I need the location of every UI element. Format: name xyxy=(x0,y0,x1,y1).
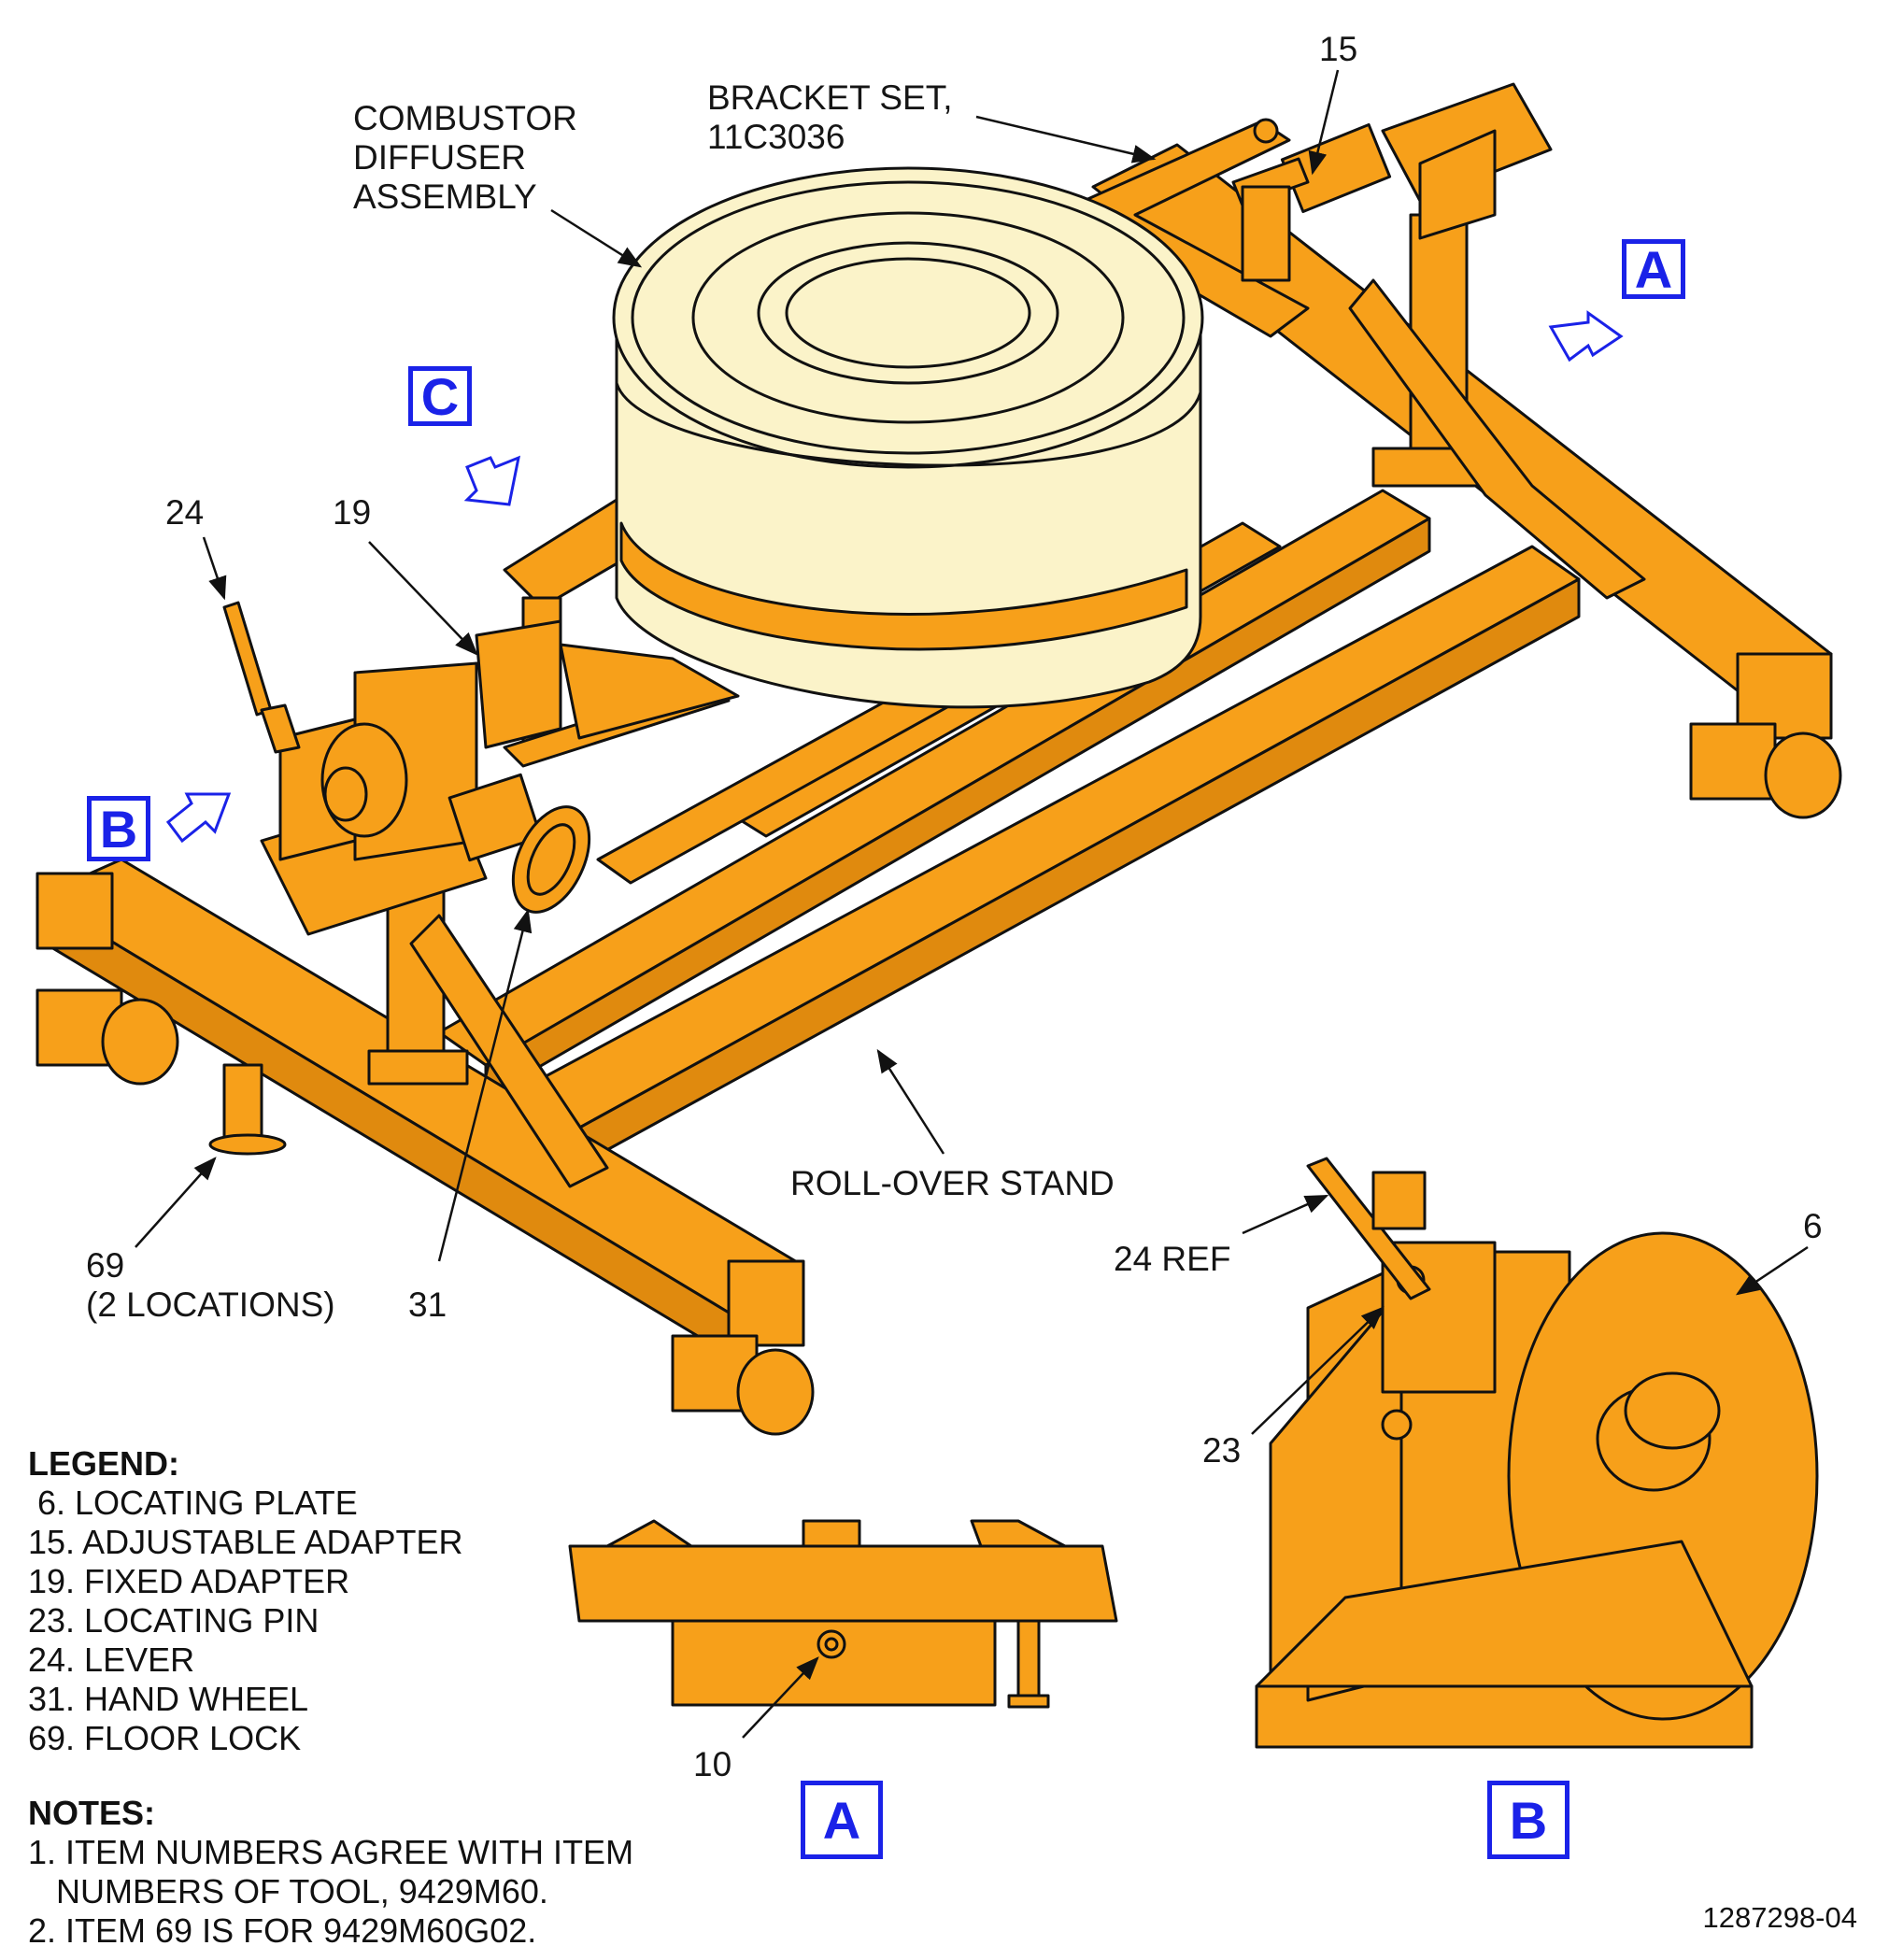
label-item-23: 23 xyxy=(1202,1431,1242,1470)
legend-item: 15. ADJUSTABLE ADAPTER xyxy=(28,1523,463,1561)
legend: LEGEND: 6. LOCATING PLATE 15. ADJUSTABLE… xyxy=(28,1444,463,1758)
view-c-direction-arrow xyxy=(463,455,521,506)
notes: NOTES: 1. ITEM NUMBERS AGREE WITH ITEM N… xyxy=(28,1794,633,1951)
view-a-detail xyxy=(568,1519,1118,1709)
note-item: 2. ITEM 69 IS FOR 9429M60G02. xyxy=(28,1911,537,1950)
lever xyxy=(222,601,273,717)
label-item-69-locations: (2 LOCATIONS) xyxy=(86,1285,335,1324)
caster-front-left xyxy=(36,988,179,1086)
callout-b: B xyxy=(87,796,150,861)
label-item-24-ref: 24 REF xyxy=(1114,1240,1231,1278)
legend-item: 6. LOCATING PLATE xyxy=(28,1484,358,1522)
label-item-6: 6 xyxy=(1803,1207,1823,1245)
callout-c: C xyxy=(408,366,472,426)
combustor-diffuser-assembly xyxy=(612,166,1204,709)
label-combustor-1: COMBUSTOR xyxy=(353,99,577,137)
label-combustor-2: DIFFUSER xyxy=(353,138,526,177)
label-roll-over-stand: ROLL-OVER STAND xyxy=(790,1164,1115,1202)
view-a-direction-arrow xyxy=(1548,310,1624,362)
legend-heading: LEGEND: xyxy=(28,1444,179,1483)
legend-item: 19. FIXED ADAPTER xyxy=(28,1562,350,1600)
legend-item: 31. HAND WHEEL xyxy=(28,1680,309,1718)
view-b-detail xyxy=(1255,1157,1819,1749)
label-item-10: 10 xyxy=(693,1745,732,1783)
caster-back-right xyxy=(1689,722,1842,819)
view-label-a: A xyxy=(801,1781,883,1859)
label-item-31: 31 xyxy=(408,1285,447,1324)
notes-heading: NOTES: xyxy=(28,1794,156,1832)
callout-a: A xyxy=(1622,239,1685,299)
label-combustor-3: ASSEMBLY xyxy=(353,178,537,216)
caster-front-right xyxy=(671,1334,815,1436)
label-item-15: 15 xyxy=(1319,30,1358,68)
label-bracket-set: BRACKET SET, xyxy=(707,78,953,117)
label-item-24: 24 xyxy=(165,493,205,532)
legend-item: 23. LOCATING PIN xyxy=(28,1601,320,1640)
view-b-direction-arrow xyxy=(165,792,232,844)
label-item-69: 69 xyxy=(86,1246,125,1285)
label-item-19: 19 xyxy=(333,493,372,532)
legend-item: 69. FLOOR LOCK xyxy=(28,1719,302,1757)
figure-part-number: 1287298-04 xyxy=(1702,1901,1858,1934)
note-item: NUMBERS OF TOOL, 9429M60. xyxy=(28,1872,548,1910)
label-bracket-part: 11C3036 xyxy=(707,118,845,156)
legend-item: 24. LEVER xyxy=(28,1640,195,1679)
view-label-b: B xyxy=(1487,1781,1569,1859)
floor-lock xyxy=(208,1063,287,1156)
note-item: 1. ITEM NUMBERS AGREE WITH ITEM xyxy=(28,1833,634,1871)
